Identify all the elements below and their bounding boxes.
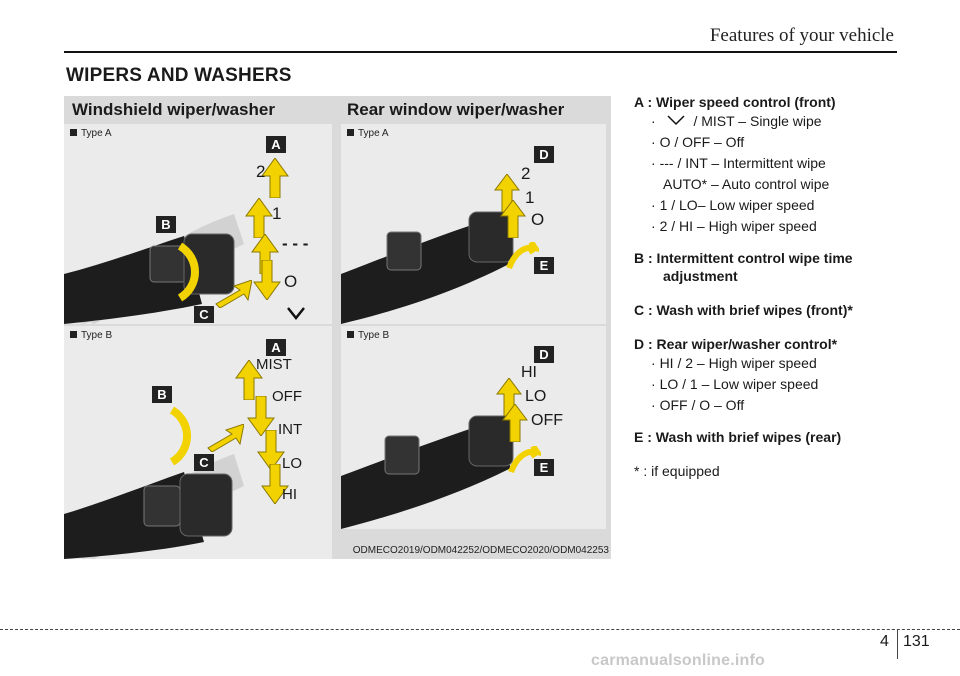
front-heading: Windshield wiper/washer bbox=[72, 100, 275, 119]
front-a-label-off: O bbox=[284, 272, 298, 291]
pull-arrow-icon bbox=[215, 280, 252, 308]
legend-a-item-auto: AUTO* – Auto control wipe bbox=[663, 176, 830, 192]
legend-footnote: * : if equipped bbox=[634, 463, 720, 479]
front-b-label-off: OFF bbox=[272, 388, 302, 405]
rear-a-label-2: 2 bbox=[521, 164, 531, 183]
front-a-label-1: 1 bbox=[272, 204, 282, 223]
front-b-label-hi: HI bbox=[282, 486, 297, 503]
rear-b-label-off: OFF bbox=[531, 412, 563, 429]
mist-symbol-icon bbox=[667, 115, 685, 126]
front-stalk-b-illustration bbox=[64, 454, 244, 559]
page-number: 131 bbox=[903, 633, 930, 650]
pull-arrow-b-icon bbox=[207, 424, 244, 452]
rear-b-arrow-up-hi-icon bbox=[496, 378, 522, 416]
front-b-label-lo: LO bbox=[282, 455, 303, 472]
callout-e-rear-b: E bbox=[534, 459, 554, 476]
legend-a-item-int: · --- / INT – Intermittent wipe bbox=[651, 155, 826, 171]
legend: A : Wiper speed control (front) · / MIST… bbox=[634, 93, 934, 480]
rear-stalk-a-illustration bbox=[341, 211, 514, 324]
legend-a-item-off: · O / OFF – Off bbox=[651, 134, 745, 150]
rear-arrow-up-2-icon bbox=[494, 174, 520, 212]
section-title: WIPERS AND WASHERS bbox=[66, 65, 292, 86]
front-a-label-2: 2 bbox=[256, 162, 266, 181]
callout-c-front-b: C bbox=[194, 454, 214, 471]
legend-d-title: D : Rear wiper/washer control* bbox=[634, 336, 838, 352]
front-type-b-pane: Type B MIST OFF INT LO HI bbox=[64, 326, 332, 559]
rear-b-label-lo: LO bbox=[525, 388, 547, 405]
callout-a-front-b: A bbox=[266, 339, 286, 356]
legend-a-item-mist: · / MIST – Single wipe bbox=[651, 113, 822, 129]
callout-c-front-a: C bbox=[194, 306, 214, 323]
rear-stalk-b-illustration bbox=[341, 415, 514, 529]
arrow-down-hi-icon bbox=[261, 464, 289, 504]
front-type-a-pane: Type A 2 1 - - - O bbox=[64, 124, 332, 324]
callout-d-rear-b: D bbox=[534, 346, 554, 363]
front-b-label-int: INT bbox=[278, 421, 303, 438]
figure-caption: ODMECO2019/ODM042252/ODMECO2020/ODM04225… bbox=[352, 545, 609, 556]
type-b-label-rear: Type B bbox=[347, 330, 389, 341]
rear-arrow-up-1-icon bbox=[500, 200, 526, 238]
arrow-down-int-icon bbox=[247, 396, 275, 436]
legend-a-item-lo: · 1 / LO– Low wiper speed bbox=[651, 197, 815, 213]
watermark: carmanualsonline.info bbox=[591, 652, 766, 669]
rear-a-label-off: O bbox=[531, 210, 545, 229]
type-a-label: Type A bbox=[70, 128, 112, 139]
figure-panel: Windshield wiper/washer Rear window wipe… bbox=[64, 96, 611, 559]
rear-heading: Rear window wiper/washer bbox=[347, 100, 565, 119]
legend-d-item-off: · OFF / O – Off bbox=[651, 397, 745, 413]
rear-b-label-hi: HI bbox=[521, 364, 537, 381]
chapter-number: 4 bbox=[880, 633, 889, 650]
rotary-arrow-icon bbox=[177, 242, 199, 302]
callout-e-rear-a: E bbox=[534, 257, 554, 274]
mist-chevron-icon bbox=[287, 307, 305, 320]
rear-type-b-pane: Type B HI LO OFF bbox=[341, 326, 606, 529]
legend-a-item-hi: · 2 / HI – High wiper speed bbox=[651, 218, 817, 234]
arrow-up-1-icon bbox=[245, 198, 273, 238]
legend-a-title: A : Wiper speed control (front) bbox=[634, 94, 836, 110]
legend-e-title: E : Wash with brief wipes (rear) bbox=[634, 429, 842, 445]
rear-b-arrow-up-lo-icon bbox=[502, 404, 528, 442]
front-stalk-a-illustration bbox=[64, 214, 244, 324]
callout-b-front-a: B bbox=[156, 216, 176, 233]
legend-b-title: B : Intermittent control wipe time adjus… bbox=[634, 250, 853, 284]
header-rule bbox=[64, 51, 897, 53]
type-a-label-rear: Type A bbox=[347, 128, 389, 139]
footer-divider bbox=[897, 629, 898, 659]
callout-b-front-b: B bbox=[152, 386, 172, 403]
rear-type-a-pane: Type A 2 1 O bbox=[341, 124, 606, 324]
type-b-label: Type B bbox=[70, 330, 112, 341]
arrow-up-2-icon bbox=[261, 158, 289, 198]
rear-a-label-1: 1 bbox=[525, 188, 535, 207]
legend-d-item-lo: · LO / 1 – Low wiper speed bbox=[651, 376, 819, 392]
front-a-label-int: - - - bbox=[282, 234, 309, 253]
legend-d-item-hi: · HI / 2 – High wiper speed bbox=[651, 355, 817, 371]
rear-wash-arrow-icon bbox=[506, 242, 539, 270]
arrow-up-int-icon bbox=[251, 234, 279, 274]
arrow-up-mist-icon bbox=[235, 360, 263, 400]
callout-a-front-a: A bbox=[266, 136, 286, 153]
running-header: Features of your vehicle bbox=[709, 25, 894, 46]
legend-c-title: C : Wash with brief wipes (front)* bbox=[634, 302, 853, 318]
front-b-label-mist: MIST bbox=[256, 356, 292, 373]
footer-rule bbox=[0, 629, 960, 630]
rotary-arrow-b-icon bbox=[169, 406, 191, 466]
arrow-down-mist-icon bbox=[253, 260, 281, 300]
arrow-down-lo-icon bbox=[257, 430, 285, 470]
callout-d-rear-a: D bbox=[534, 146, 554, 163]
rear-b-wash-arrow-icon bbox=[508, 446, 541, 474]
